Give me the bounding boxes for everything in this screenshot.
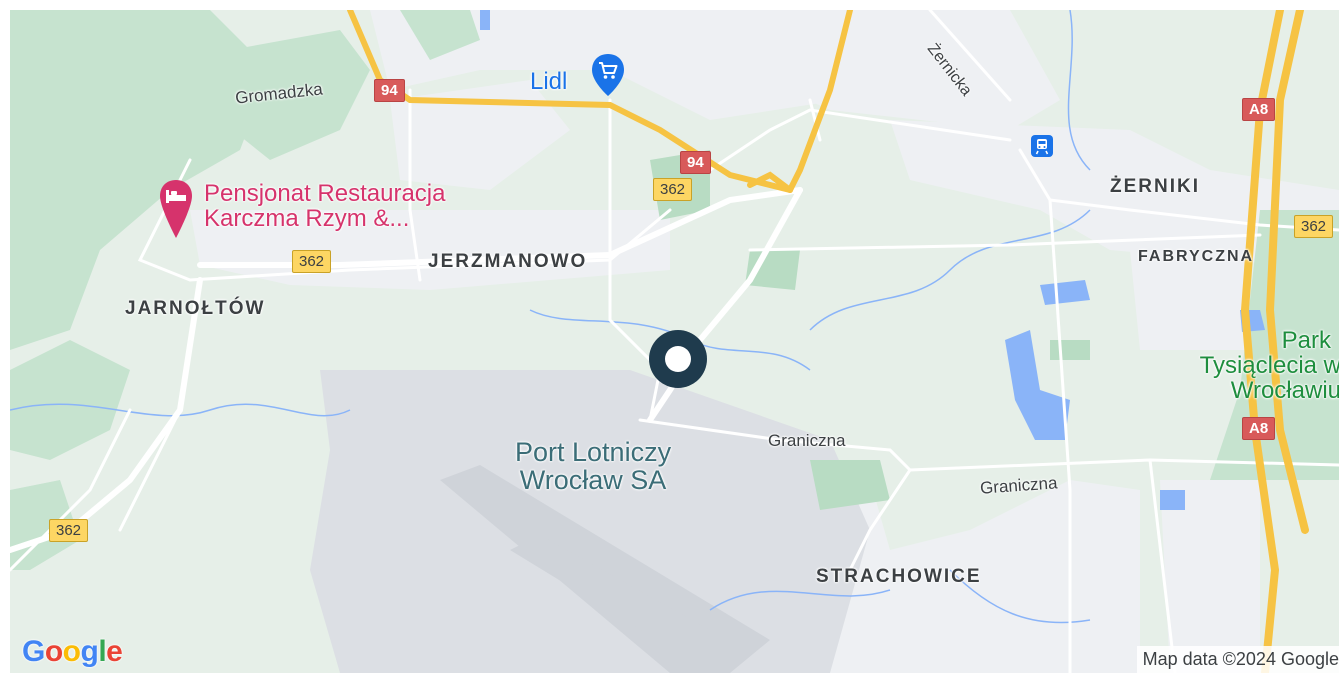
poi-park-line2: Tysiąclecia w (1199, 352, 1339, 380)
google-logo: Google (22, 635, 123, 669)
road-shield-362-center: 362 (653, 178, 693, 201)
district-label-strachowice: STRACHOWICE (816, 566, 982, 587)
road-shield-94-east: 94 (680, 151, 711, 174)
google-logo-letter: o (44, 635, 63, 668)
airport-area (310, 370, 870, 673)
road-shield-a8-south: A8 (1242, 417, 1276, 440)
map-canvas[interactable]: JARNOŁTÓW JERZMANOWO ŻERNIKI FABRYCZNA S… (10, 10, 1339, 673)
poi-label-park[interactable]: Park Tysiąclecia w Wrocławiu (1200, 328, 1339, 404)
google-logo-letter: l (98, 635, 107, 668)
poi-label-airport[interactable]: Port Lotniczy Wrocław SA (515, 438, 671, 495)
minor-roads (10, 10, 1339, 673)
google-logo-letter: g (80, 635, 99, 668)
road-shield-94: 94 (374, 79, 405, 102)
shopping-cart-icon[interactable] (590, 52, 626, 98)
district-label-fabryczna: FABRYCZNA (1138, 248, 1255, 265)
district-label-zerniki: ŻERNIKI (1110, 176, 1200, 197)
street-label-graniczna-1: Graniczna (768, 431, 846, 450)
poi-park-line3: Wrocławiu (1230, 377, 1339, 405)
location-dot-icon[interactable] (649, 330, 707, 388)
road-shield-a8-north: A8 (1242, 98, 1276, 121)
map-base-layer (10, 10, 1339, 673)
map-attribution[interactable]: Map data ©2024 Google (1136, 646, 1339, 673)
streams (10, 10, 1091, 624)
poi-hotel-line2: Karczma Rzym &... (204, 205, 410, 233)
road-shield-362-east: 362 (1294, 215, 1334, 238)
road-a8 (1240, 10, 1309, 673)
road-shield-362-jerzmanowo: 362 (292, 250, 332, 273)
district-label-jarnoltow: JARNOŁTÓW (125, 298, 266, 319)
poi-park-line1: Park (1281, 327, 1331, 354)
google-logo-letter: o (62, 635, 81, 668)
bed-icon[interactable] (158, 178, 194, 240)
poi-airport-line2: Wrocław SA (519, 465, 667, 496)
poi-label-hotel[interactable]: Pensjonat Restauracja Karczma Rzym &... (204, 180, 446, 233)
google-logo-letter: G (22, 635, 45, 668)
runway (440, 465, 770, 673)
train-station-icon[interactable] (1030, 134, 1054, 158)
road-shield-362-west: 362 (49, 519, 89, 542)
google-logo-letter: e (106, 635, 123, 668)
poi-airport-line1: Port Lotniczy (515, 437, 672, 467)
poi-label-lidl[interactable]: Lidl (530, 68, 568, 95)
district-label-jerzmanowo: JERZMANOWO (428, 251, 588, 272)
poi-hotel-line1: Pensjonat Restauracja (204, 180, 446, 207)
